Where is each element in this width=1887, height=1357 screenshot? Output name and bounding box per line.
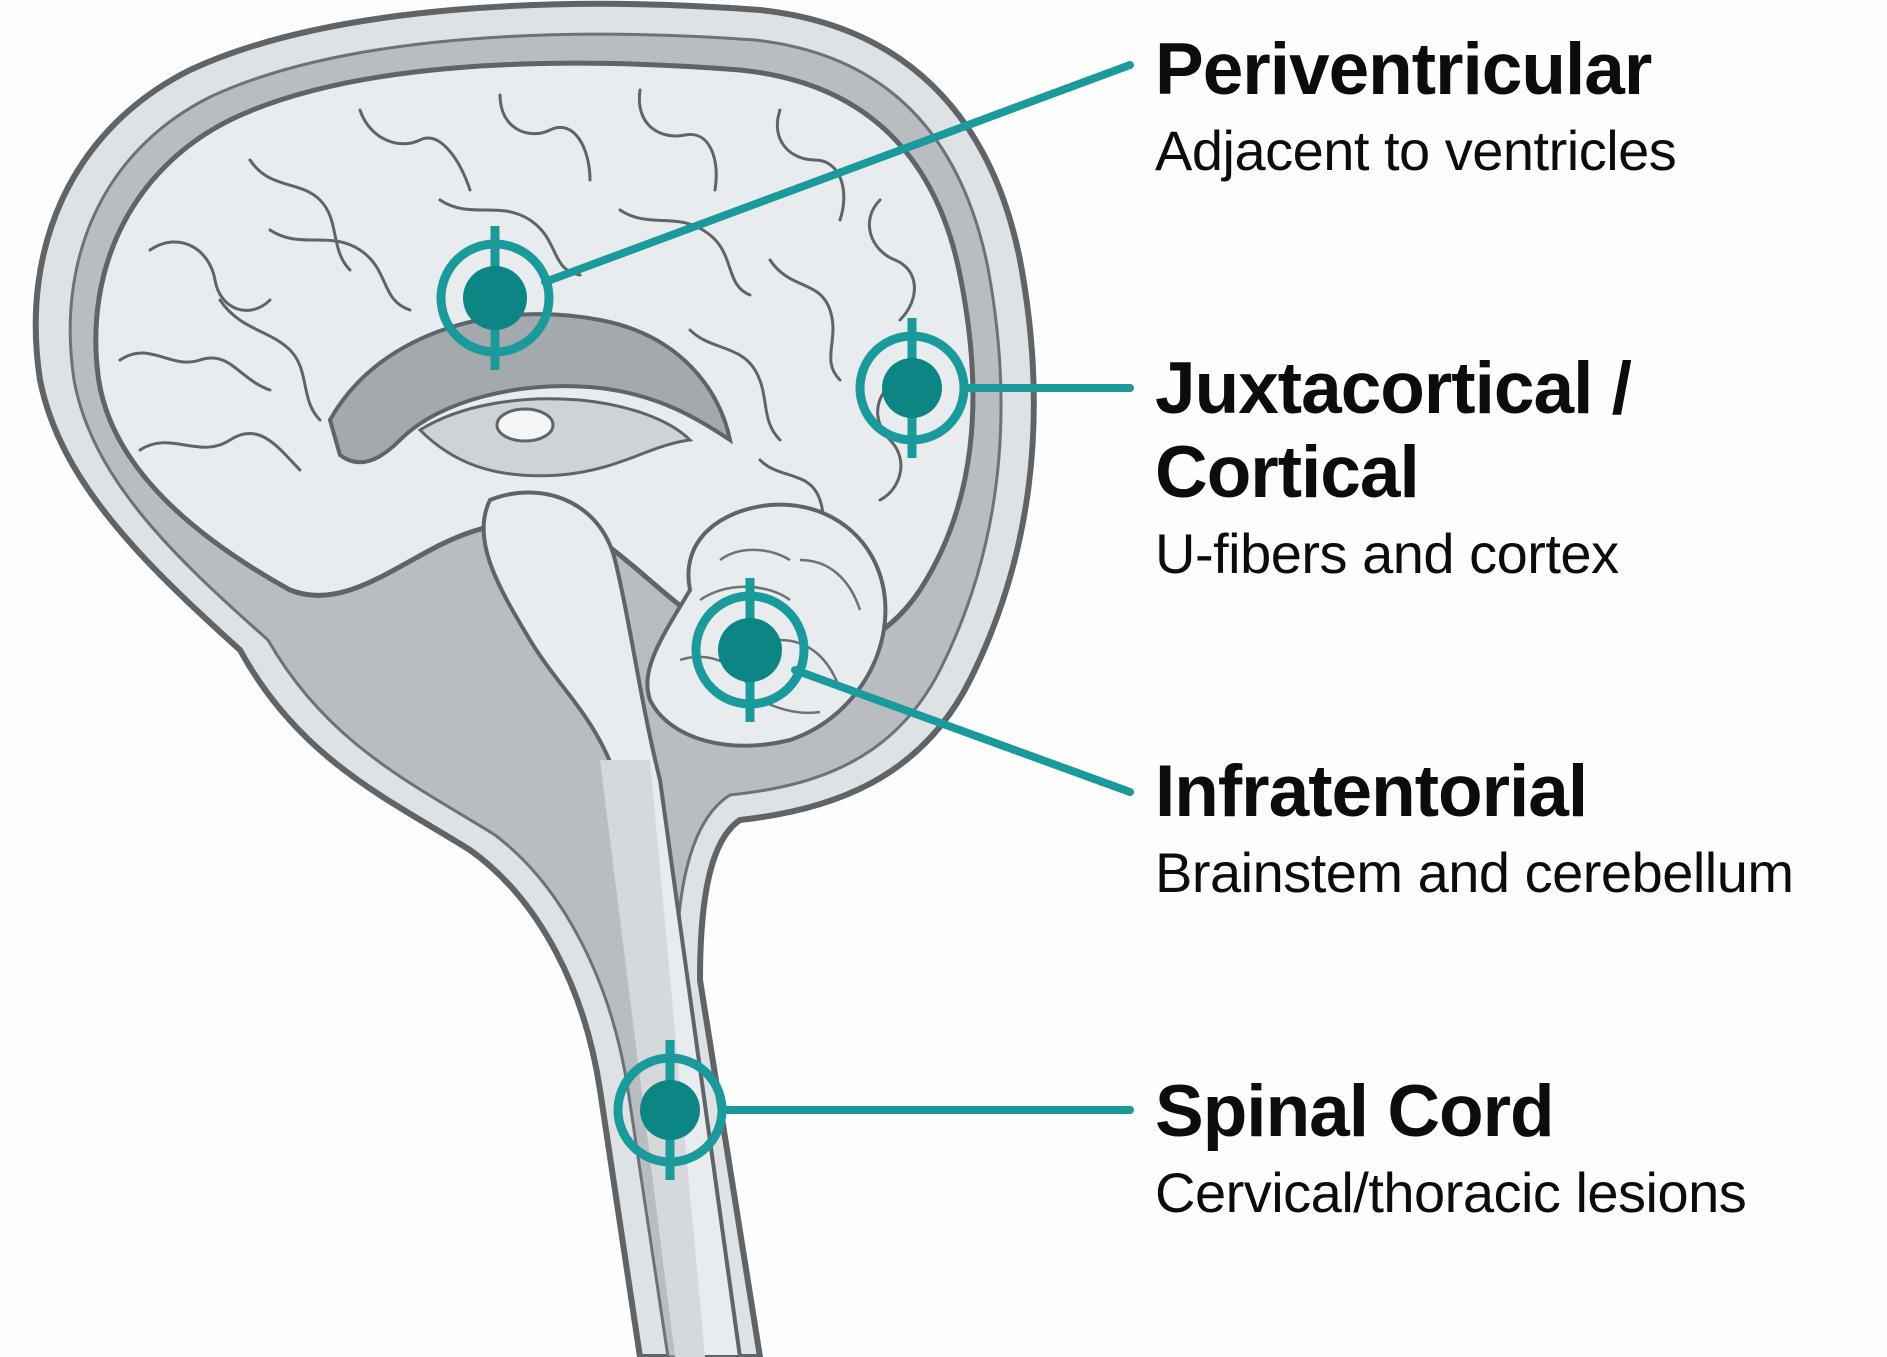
region-title: Periventricular	[1155, 28, 1676, 112]
region-subtitle: Brainstem and cerebellum	[1155, 840, 1794, 906]
region-title: Spinal Cord	[1155, 1070, 1746, 1154]
label-juxtacortical: Juxtacortical / Cortical U-fibers and co…	[1155, 347, 1631, 587]
label-spinal-cord: Spinal Cord Cervical/thoracic lesions	[1155, 1070, 1746, 1226]
region-title: Infratentorial	[1155, 750, 1794, 834]
region-subtitle: Adjacent to ventricles	[1155, 118, 1676, 184]
label-infratentorial: Infratentorial Brainstem and cerebellum	[1155, 750, 1794, 906]
region-subtitle: Cervical/thoracic lesions	[1155, 1160, 1746, 1226]
region-title: Juxtacortical / Cortical	[1155, 347, 1631, 515]
region-subtitle: U-fibers and cortex	[1155, 521, 1631, 587]
label-periventricular: Periventricular Adjacent to ventricles	[1155, 28, 1676, 184]
